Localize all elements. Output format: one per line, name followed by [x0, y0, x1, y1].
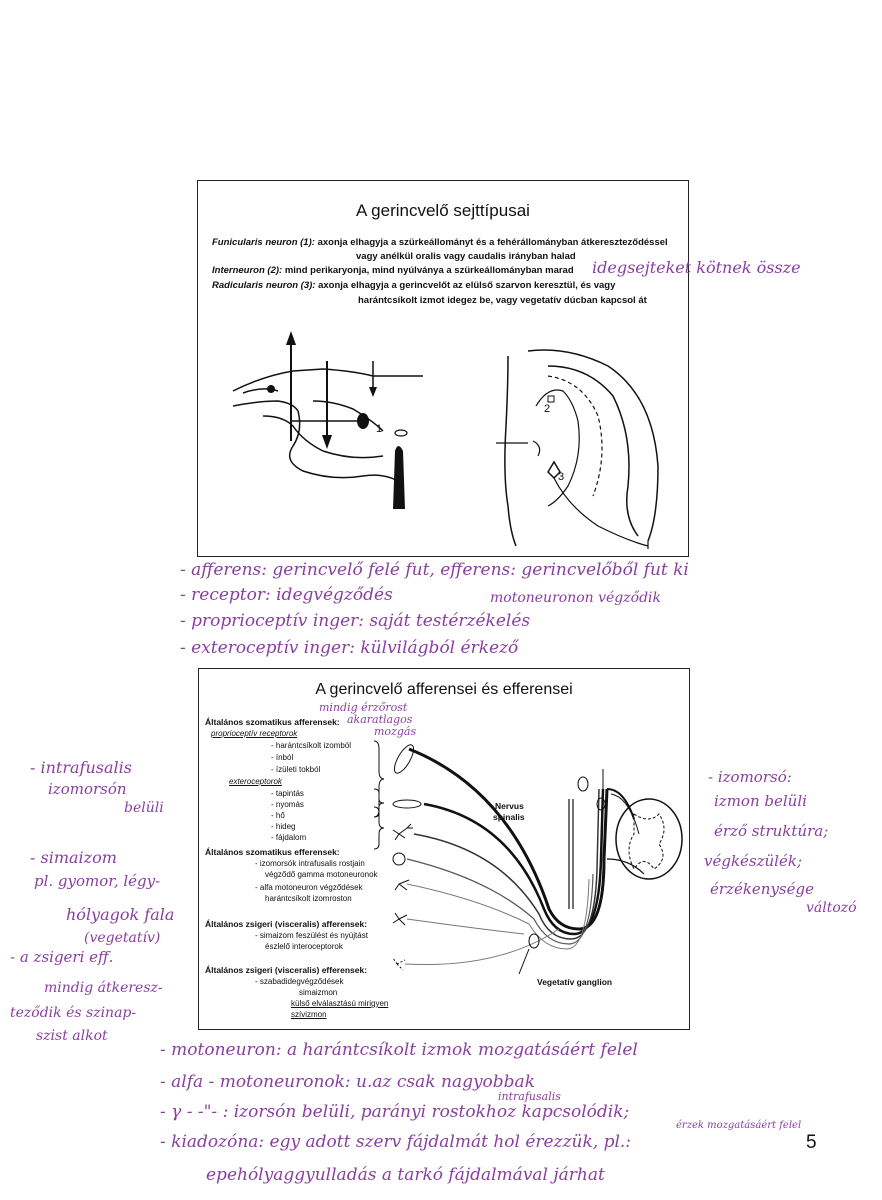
zsig-eff-item-3: külső elválasztású mirigyen — [291, 999, 389, 1008]
slide-cell-types: A gerincvelő sejttípusai Funicularis neu… — [197, 180, 689, 557]
note-left-5: pl. gyomor, légy- — [34, 872, 161, 890]
note-proprioceptive: - proprioceptív inger: saját testérzékel… — [180, 611, 531, 631]
proprio-heading: proprioceptív receptorok — [211, 729, 298, 738]
note-left-8: - a zsigeri eff. — [10, 948, 114, 966]
note-left-9: mindig átkeresz- — [44, 980, 163, 996]
note-interneuron: idegsejteket kötnek össze — [592, 258, 801, 277]
extero-item-4: - hideg — [271, 822, 296, 831]
afferent-efferent-diagram — [373, 740, 683, 975]
cord-cross-section-diagram — [496, 349, 659, 549]
def-radicularis-cont: harántcsíkolt izmot idegez be, vagy vege… — [358, 295, 647, 306]
note-bottom-4: - kiadozóna: egy adott szerv fájdalmát h… — [160, 1132, 632, 1152]
szom-eff-item-1: - izomorsók intrafusalis rostjain — [255, 859, 365, 868]
szom-eff-item-3: - alfa motoneuron végződések — [255, 883, 363, 892]
note-left-6: hólyagok fala — [66, 905, 175, 924]
zsig-aff-heading: Általános zsigeri (visceralis) afferense… — [205, 919, 368, 929]
label-3: 3 — [558, 471, 565, 483]
note-exteroceptive: - exteroceptív inger: külvilágból érkező — [180, 638, 519, 658]
zsig-eff-item-1: - szabadidegvégződések — [255, 977, 344, 986]
note-right-2: izmon belüli — [714, 792, 807, 810]
ganglion-label: Vegetatív ganglion — [537, 977, 613, 987]
extero-heading: exteroceptorok — [229, 777, 282, 786]
note-bottom-5: epehólyaggyulladás a tarkó fájdalmával j… — [206, 1165, 605, 1185]
def-funicularis: Funicularis neuron (1): axonja elhagyja … — [212, 237, 668, 248]
hw-always-sensory: mindig érzőrost — [319, 701, 408, 714]
note-left-7: (vegetatív) — [84, 930, 161, 946]
hw-voluntary: akaratlagos — [347, 713, 413, 726]
extero-item-3: - hő — [271, 811, 285, 820]
note-right-6: változó — [806, 900, 857, 916]
szom-eff-item-2: végződő gamma motoneuronok — [265, 870, 378, 879]
extero-item-2: - nyomás — [271, 800, 304, 809]
note-receptor: - receptor: idegvégződés — [180, 585, 393, 605]
slide-afferents-efferents: A gerincvelő afferensei és efferensei mi… — [198, 668, 690, 1030]
zsig-aff-item-2: észlelő interoceptorok — [265, 942, 343, 951]
label-1: 1 — [376, 423, 383, 435]
extero-item-5: - fájdalom — [271, 833, 307, 842]
hw-movement: mozgás — [374, 725, 417, 738]
note-right-4: végkészülék; — [704, 852, 802, 870]
note-right-5: érzékenysége — [710, 880, 814, 898]
cord-longitudinal-diagram — [232, 331, 423, 509]
note-left-3: belüli — [124, 800, 164, 816]
slide2-title: A gerincvelő afferensei és efferensei — [315, 681, 573, 698]
note-bottom-2: - alfa - motoneuronok: u.az csak nagyobb… — [160, 1072, 535, 1092]
note-bottom-small-1: intrafusalis — [498, 1090, 561, 1103]
szom-eff-heading: Általános szomatikus efferensek: — [205, 847, 340, 857]
zsig-eff-item-2: simaizmon — [299, 988, 338, 997]
note-right-1: - izomorsó: — [708, 768, 792, 786]
slide1-title: A gerincvelő sejttípusai — [356, 201, 530, 220]
note-bottom-small-2: érzek mozgatásáért felel — [676, 1120, 802, 1131]
szom-aff-heading: Általános szomatikus afferensek: — [205, 717, 340, 727]
note-bottom-1: - motoneuron: a harántcsíkolt izmok mozg… — [160, 1040, 638, 1060]
note-motoneuron-ending: motoneuronon végződik — [490, 590, 661, 606]
zsig-eff-item-4: szívizmon — [291, 1010, 327, 1019]
note-left-10: teződik és szinap- — [10, 1005, 137, 1021]
def-interneuron: Interneuron (2): mind perikaryonja, mind… — [212, 265, 574, 276]
note-right-3: érző struktúra; — [714, 822, 829, 840]
def-radicularis: Radicularis neuron (3): axonja elhagyja … — [212, 280, 616, 291]
note-left-4: - simaizom — [30, 848, 117, 867]
note-left-11: szist alkot — [36, 1028, 108, 1044]
zsig-aff-item-1: - simaizom feszülést és nyújtást — [255, 931, 368, 940]
note-bottom-3: - γ - -"- : izorsón belüli, parányi rost… — [160, 1102, 630, 1122]
note-afferens: - afferens: gerincvelő felé fut, efferen… — [180, 560, 689, 580]
note-left-2: izomorsón — [48, 780, 127, 798]
proprio-item-3: - ízületi tokból — [271, 765, 321, 774]
extero-item-1: - tapintás — [271, 789, 304, 798]
proprio-item-1: - harántcsíkolt izomból — [271, 741, 352, 750]
nervus-label-1: Nervus — [495, 801, 524, 811]
zsig-eff-heading: Általános zsigeri (visceralis) efferense… — [205, 965, 368, 975]
label-2: 2 — [544, 403, 551, 415]
page-number: 5 — [806, 1132, 817, 1153]
proprio-item-2: - ínból — [271, 753, 294, 762]
note-left-1: - intrafusalis — [30, 758, 132, 777]
def-funicularis-cont: vagy anélkül oralis vagy caudalis irányb… — [356, 251, 576, 262]
nervus-label-2: spinalis — [493, 812, 525, 822]
szom-eff-item-4: harántcsíkolt izomroston — [265, 894, 352, 903]
